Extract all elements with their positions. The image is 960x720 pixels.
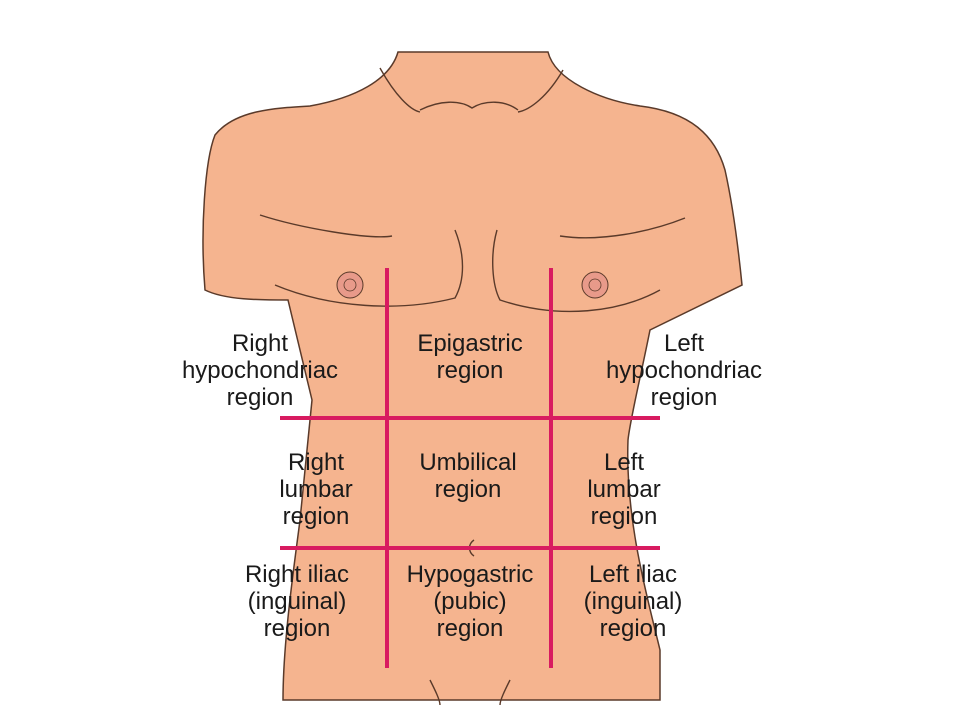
left-pectoral-line <box>559 217 686 239</box>
left-nipple <box>581 271 609 299</box>
clavicle-line <box>419 101 519 111</box>
inguinal-line-right <box>499 679 511 706</box>
label-left-iliac: Left iliac(inguinal)region <box>583 561 683 642</box>
torso-silhouette <box>202 51 743 701</box>
label-right-iliac: Right iliac(inguinal)region <box>244 561 350 642</box>
right-chest-fold <box>274 229 464 307</box>
right-pectoral-line <box>259 214 393 238</box>
left-chest-fold <box>492 229 661 313</box>
inguinal-line-left <box>429 679 441 706</box>
left-neck-line <box>379 67 421 113</box>
right-nipple <box>336 271 364 299</box>
label-hypogastric: Hypogastric(pubic)region <box>406 561 534 642</box>
right-neck-line <box>517 69 564 113</box>
